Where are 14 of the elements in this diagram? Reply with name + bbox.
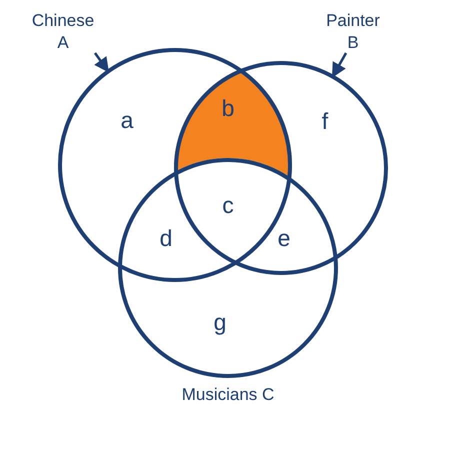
set-label: Musicians C: [180, 384, 276, 406]
region-letter: b: [222, 95, 234, 121]
arrow: [332, 52, 348, 78]
region-letter: g: [214, 309, 226, 335]
region-letter: a: [120, 107, 134, 133]
region-letter: e: [278, 225, 290, 251]
arrow: [94, 52, 110, 73]
region-letter: d: [160, 225, 172, 251]
region-letter: f: [322, 108, 328, 134]
venn-circle: [174, 61, 388, 275]
venn-circle: [58, 48, 292, 282]
set-label: Chinese A: [30, 10, 96, 54]
region-letter: c: [222, 192, 234, 218]
set-label: Painter B: [322, 10, 384, 54]
